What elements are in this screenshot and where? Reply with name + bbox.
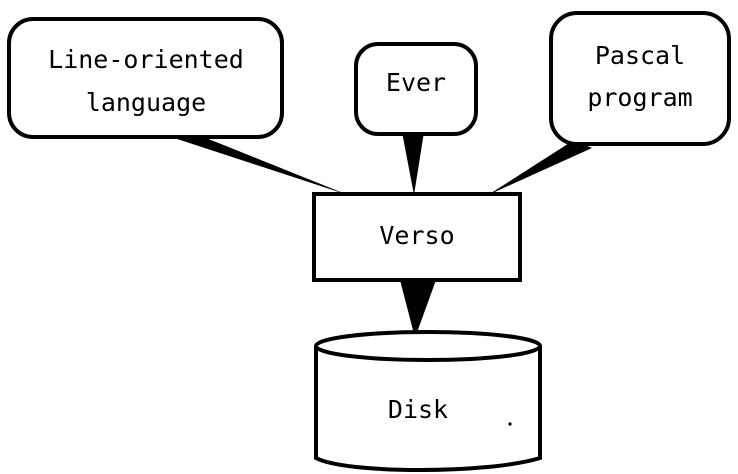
node-pascal-box xyxy=(549,11,731,146)
disk-cylinder-top xyxy=(314,330,542,362)
node-line-oriented-label-1: Line-oriented xyxy=(48,45,244,74)
node-ever: Ever xyxy=(354,42,478,136)
node-ever-label: Ever xyxy=(386,68,446,97)
node-verso-box xyxy=(312,192,522,282)
node-disk-label: Disk xyxy=(388,395,448,424)
edge-pascal-to-verso xyxy=(488,140,592,195)
edge-line-oriented-to-verso xyxy=(162,134,348,195)
node-pascal-label-2: program xyxy=(587,83,692,112)
edge-ever-to-verso xyxy=(402,132,424,195)
node-pascal-label-1: Pascal xyxy=(595,41,685,70)
node-verso: Verso xyxy=(312,192,522,282)
node-disk: Disk xyxy=(314,330,542,472)
node-line-oriented-label-2: language xyxy=(86,88,206,117)
connectors xyxy=(162,132,592,338)
disk-cylinder-body xyxy=(314,346,542,472)
node-verso-label: Verso xyxy=(379,221,454,250)
node-line-oriented-language: Line-oriented language xyxy=(7,17,284,139)
disk-speck xyxy=(508,422,512,426)
node-line-oriented-box xyxy=(7,17,284,139)
node-ever-box xyxy=(354,42,478,136)
node-pascal-program: Pascal program xyxy=(549,11,731,146)
edge-verso-to-disk xyxy=(400,280,436,338)
